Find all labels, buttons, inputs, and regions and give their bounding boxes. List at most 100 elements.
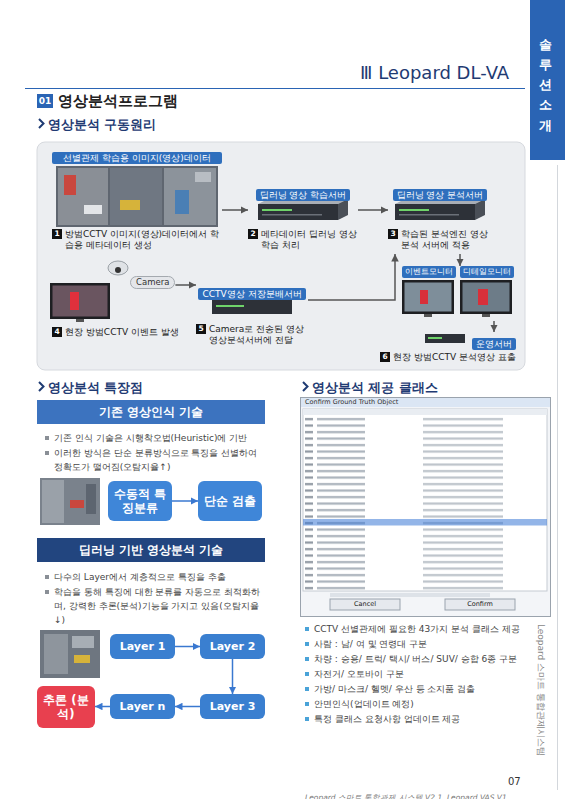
street-photo [42,480,64,523]
section-chevron [303,382,308,391]
spacer [248,202,358,228]
box-text: Layer 3 [210,700,256,713]
camera-icon [115,267,121,273]
box-text: Layer 2 [210,640,256,653]
dialog-screenshot [303,409,547,415]
street-photo [56,166,218,227]
flow-arrow [175,646,200,648]
page-number: 07 [508,776,521,788]
header-rule [25,88,525,89]
dialog-screenshot [301,398,550,407]
server-label: 선별관제 학습용 이미지(영상)데이터 [52,152,222,164]
box-text: Layer 1 [120,640,166,653]
monitor-icon [478,289,488,305]
flow-arrow [308,254,395,300]
node-box: 딥러닝 기반 영상분석 기술 [37,538,265,562]
caption-row: 2메타데이터 딥러닝 영상학습 처리 [248,229,358,251]
bullet-text: 안면인식(업데이트 예정) [305,697,530,711]
step-caption: 현장 방범CCTV 이벤트 발생 [65,327,179,338]
server-icon [428,337,442,339]
diagram-panel [37,142,525,370]
node-box: 4현장 방범CCTV 이벤트 발생 [52,326,192,341]
step-caption: 방범CCTV 이미지(영상)데이터에서 학습용 메타데이터 생성 [65,229,222,251]
monitor-icon [405,283,452,312]
button-text: Cancel [330,599,400,610]
street-photo [72,636,94,648]
server-icon [399,209,429,211]
side-tab [530,0,565,160]
monitor-icon [420,290,428,304]
server-icon [338,199,348,220]
dialog-screenshot [301,398,551,617]
dialog-screenshot [445,599,515,610]
street-photo [84,205,102,214]
street-photo [56,166,218,227]
step-caption: 메타데이터 딥러닝 영상학습 처리 [261,229,358,251]
monitor-label: 디테일모니터 [460,266,514,278]
street-photo [175,190,189,214]
camera-icon [108,261,128,275]
flow-arrow [175,284,196,286]
callout-number: 6 [380,352,390,362]
label-wrap: 운영서버 [330,332,516,351]
chapter-header: Ⅲ Leopard DL-VA [360,62,509,84]
bullet-text: 다수의 Layer에서 계층적으로 특징을 추출 [45,570,265,584]
node-box: Layer 1 [110,634,175,659]
camera-icon [108,261,128,275]
box-text: 추론 (분석) [41,693,91,721]
flow-arrow [459,254,461,266]
side-tab [530,0,565,160]
node-box: 단순 검출 [198,481,262,521]
server-icon [258,199,348,220]
node-box: 이벤트모니터디테일모니터 [400,266,516,321]
caption-row: 4현장 방범CCTV 이벤트 발생 [52,327,192,338]
caption-row: 3학습된 분석엔진 영상 분석 서버에 적용 [388,229,492,251]
bullet-text: 기존 인식 기술은 시행착오법(Heuristic)에 기반 [45,431,265,445]
monitor-icon [463,283,510,312]
section-title: 영상분석 특장점 [48,380,143,396]
spacer [196,301,308,323]
bullet-text: 자전거/ 오토바이 구분 [305,667,530,681]
street-photo [40,630,100,678]
node-box: 추론 (분석) [37,686,95,728]
dialog-screenshot [303,416,547,590]
monitor-icon [50,283,110,322]
box-text: Layer n [120,700,166,713]
box-text: 기존 영상인식 기술 [37,405,265,419]
margin-rule [557,165,558,790]
flow-arrow [358,209,388,211]
bullet-text: 특정 클래스 요청사항 업데이트 제공 [305,712,530,726]
section-title: 영상분석 구동원리 [48,117,156,133]
street-photo [64,175,76,195]
tab-text: 솔루션소개 [539,35,552,136]
server-label: 딥러닝 영상 분석서버 [393,189,488,201]
caption-row: 6현장 방범CCTV 분석영상 표출 [330,352,516,363]
monitor-icon [76,319,84,322]
server-icon [425,334,465,343]
monitor-icon [50,283,110,319]
monitor-icon [460,280,512,314]
label-wrap: 딥러닝 영상 분석서버 [388,183,492,202]
page-title: 영상분석프로그램 [58,92,178,110]
flow-arrow [222,209,248,211]
street-photo [120,200,140,210]
node-box: Layer n [110,694,175,719]
dialog-screenshot [301,398,551,617]
caption-row: 5Camera로 전송된 영상 영상분석서버에 전달 [196,324,308,346]
section-chevron [39,382,44,391]
header-rule [25,88,525,89]
server-icon [395,204,475,220]
server-label: 운영서버 [472,338,516,350]
step-caption: 학습된 분석엔진 영상 분석 서버에 적용 [401,229,492,251]
label-row: 이벤트모니터디테일모니터 [400,266,516,278]
source-caption: Leopard 스마트 통합관제 시스템 V2.1, Leopard VAS V… [305,793,533,799]
callout-number: 3 [388,229,398,239]
diagram-panel [37,142,525,370]
street-photo [70,500,84,508]
street-photo [40,478,100,525]
server-icon [216,305,244,307]
street-photo [86,484,96,514]
bullet-text: 차량 : 승용/ 트럭/ 택시/ 버스/ SUV/ 승합 6종 구분 [305,652,530,666]
node-box: CCTV영상 저장분배서버5Camera로 전송된 영상 영상분석서버에 전달 [196,282,308,349]
